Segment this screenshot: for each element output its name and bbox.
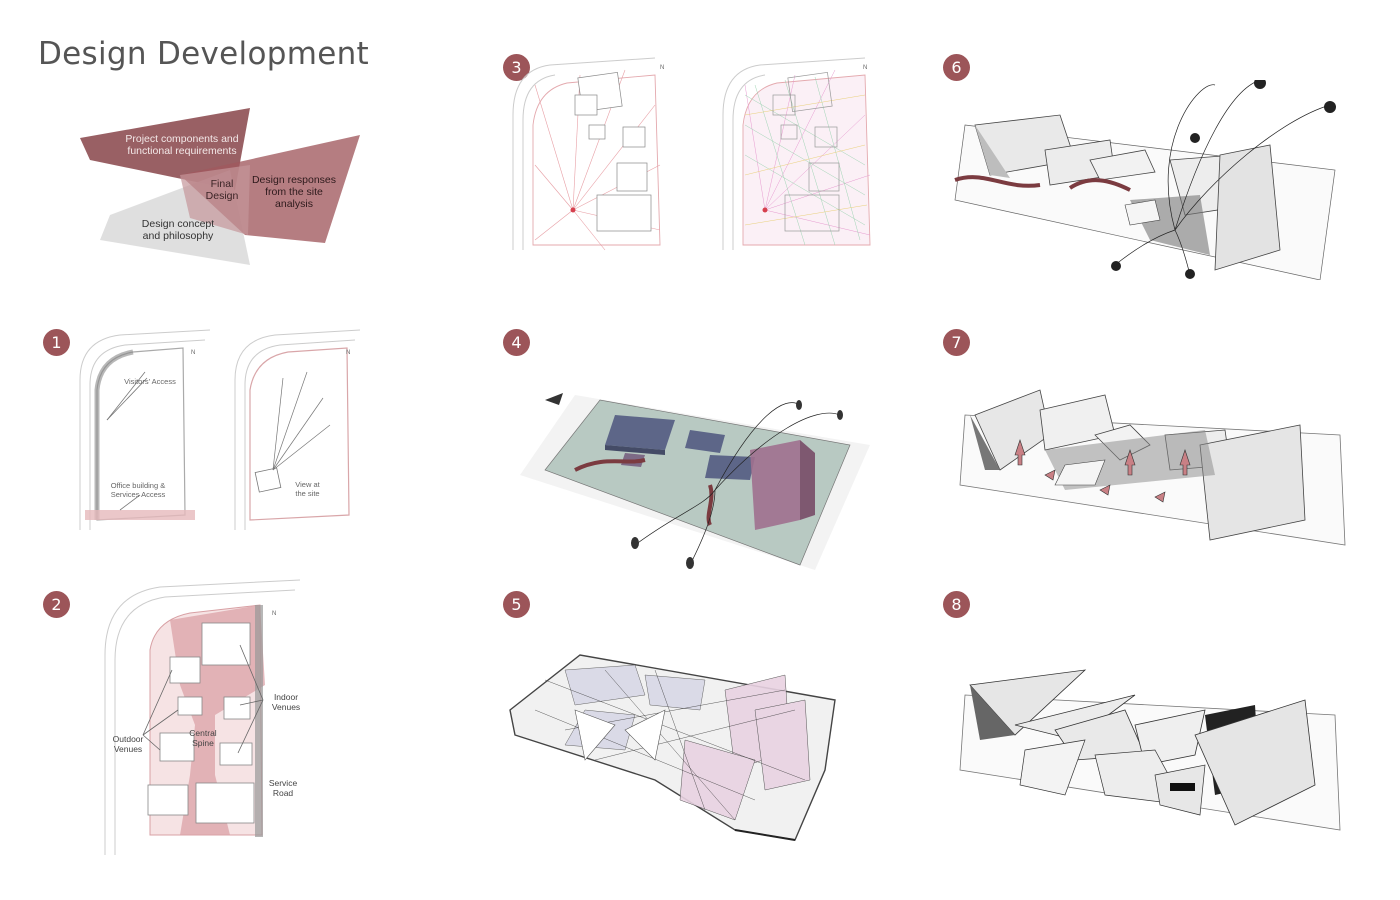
step-badge-5: 5 [503,591,530,618]
massing-flow-drawing [954,80,1336,280]
office-access-label: Office building & Services Access [110,481,166,499]
svg-text:N: N [346,350,350,356]
page-title: Design Development [38,36,369,72]
step1-site-access-plans: N N Visitors' Access Office building & S… [75,320,365,530]
site-plan-drawings: N N [79,329,361,530]
zoning-drawing: N [104,579,301,855]
step-badge-4: 4 [503,329,530,356]
outdoor-venues-label: Outdoor Venues [112,734,144,754]
step-badge-1: 1 [43,329,70,356]
circulation-drawing [959,389,1346,546]
step-badge-8: 8 [943,591,970,618]
step2-zoning-plan: N Indoor Venues Central Spine Outdoor Ve… [100,575,315,855]
massing-drawing [520,393,870,570]
sketch-drawing [509,654,836,841]
final-massing-drawing [959,669,1341,831]
step6-white-massing [950,80,1345,280]
concept-label: Design concept and philosophy [141,218,215,242]
step3-geometry-plans: N N [505,55,875,255]
svg-text:N: N [191,350,195,356]
service-road-label: Service Road [268,778,298,798]
step-badge-7: 7 [943,329,970,356]
final-design-label: Final Design [205,178,239,202]
step-badge-2: 2 [43,591,70,618]
step7-circulation-massing [955,375,1350,550]
indoor-venues-label: Indoor Venues [271,692,301,712]
view-at-site-label: View at the site [295,480,320,498]
step8-final-massing [955,655,1345,835]
svg-text:N: N [863,65,867,71]
step5-sketch-massing [505,650,845,845]
central-spine-label: Central Spine [189,728,217,748]
venn-shapes [80,108,360,265]
radial-grid-drawings: N N [512,57,871,251]
step4-massing-axonometric [515,375,875,580]
design-process-diagram: Project components and functional requir… [70,100,370,280]
components-label: Project components and functional requir… [125,133,239,157]
visitors-access-label: Visitors' Access [124,377,176,386]
svg-text:N: N [660,65,664,71]
responses-label: Design responses from the site analysis [251,174,337,210]
step-badge-6: 6 [943,54,970,81]
final-shape [180,165,250,235]
svg-text:N: N [272,611,276,617]
